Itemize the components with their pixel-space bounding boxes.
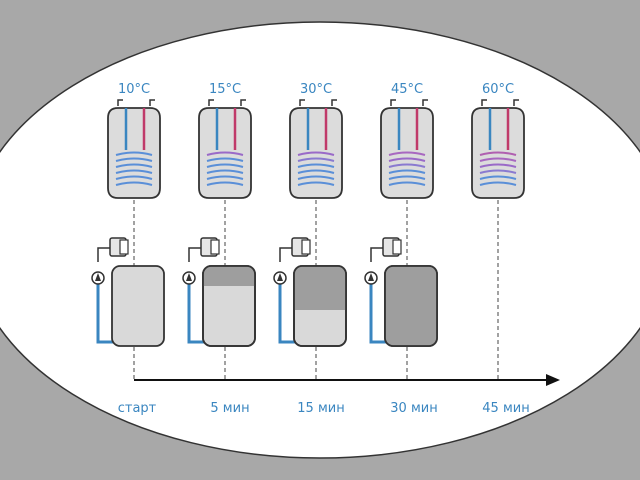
water-heater: [198, 99, 252, 199]
time-label: 30 мин: [390, 401, 437, 416]
pump-arrow-icon: [368, 273, 374, 281]
boiler-pipe: [187, 278, 205, 344]
water-heater: [471, 99, 525, 199]
water-heater: [289, 99, 343, 199]
water-heater: [380, 99, 434, 199]
boiler-tank: [111, 265, 165, 347]
pump-arrow-icon: [95, 273, 101, 281]
temp-label: 60°C: [482, 82, 514, 97]
boiler-tank-outline: [202, 265, 256, 347]
temp-label: 15°C: [209, 82, 241, 97]
boiler-pipe: [278, 278, 296, 344]
pump-arrow-icon: [186, 273, 192, 281]
boiler-pipe: [369, 278, 387, 344]
control-box-panel: [301, 239, 311, 255]
boiler: [91, 237, 165, 347]
timeline-arrowhead: [546, 374, 560, 386]
hot-water-level: [294, 266, 346, 310]
boiler: [364, 237, 438, 347]
control-box-panel: [392, 239, 402, 255]
time-label: 15 мин: [297, 401, 344, 416]
time-label: старт: [118, 401, 157, 416]
time-label: 45 мин: [482, 401, 529, 416]
pump-arrow-icon: [277, 273, 283, 281]
boiler: [273, 237, 347, 347]
control-box-panel: [119, 239, 129, 255]
temp-label: 45°C: [391, 82, 423, 97]
temp-label: 10°C: [118, 82, 150, 97]
hot-water-level: [385, 266, 437, 346]
time-label: 5 мин: [210, 401, 249, 416]
boilers: [91, 237, 438, 347]
control-box-panel: [210, 239, 220, 255]
boiler: [182, 237, 256, 347]
boiler-tank-outline: [384, 265, 438, 347]
temp-label: 30°C: [300, 82, 332, 97]
hot-water-level: [203, 266, 255, 286]
water-heater: [107, 99, 161, 199]
boiler-tank-outline: [293, 265, 347, 347]
boiler-pipe: [96, 278, 114, 344]
